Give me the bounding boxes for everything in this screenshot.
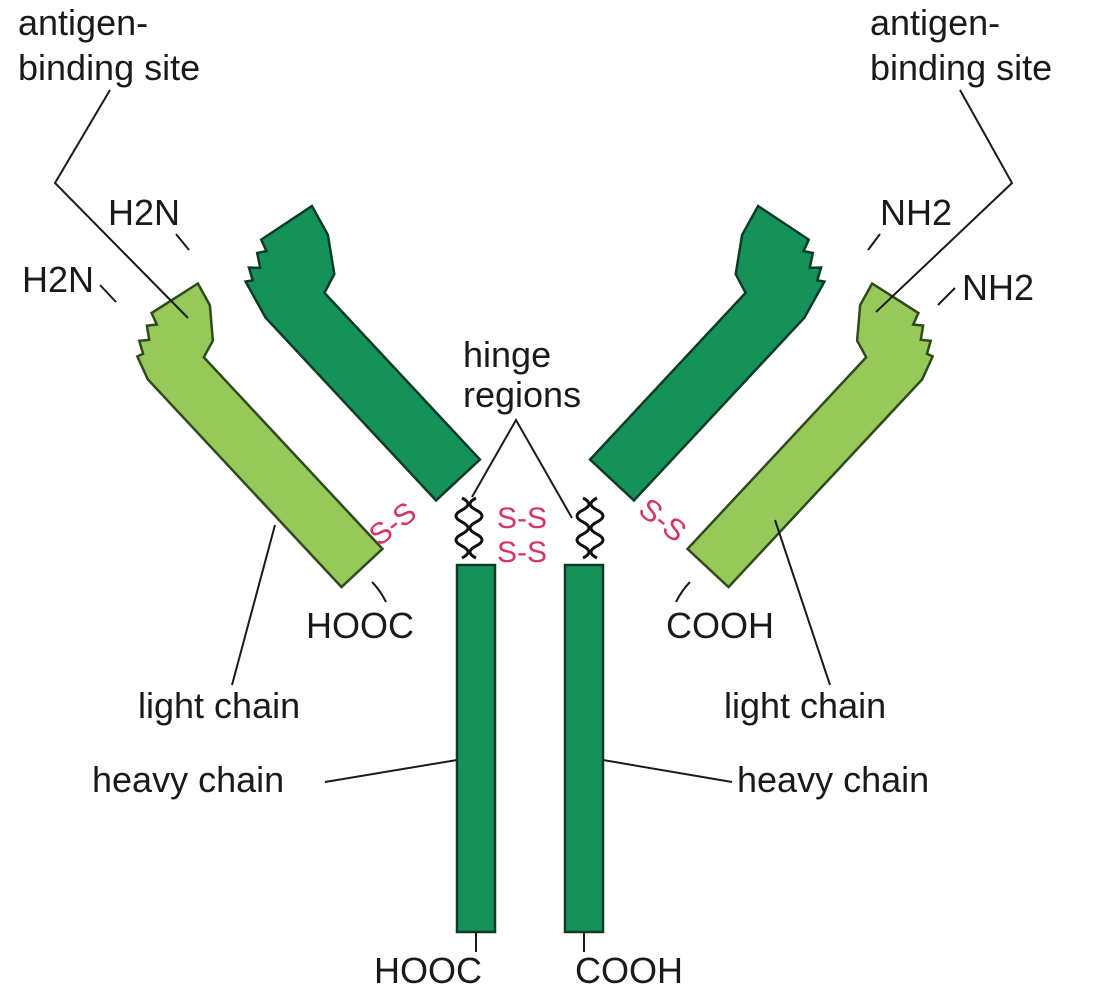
- label-antigen-site-left-1: antigen-: [18, 2, 148, 43]
- heavy-chain-stem-left: [457, 565, 495, 932]
- hinge-squiggle-right: [577, 498, 603, 558]
- tail-cooh-light-right: [676, 582, 690, 602]
- disulfide-label-right: S-S: [632, 492, 692, 549]
- label-antigen-site-right-2: binding site: [870, 47, 1052, 88]
- tail-hooc-light-left: [372, 582, 386, 602]
- label-nh2-heavy-right: NH2: [880, 192, 952, 233]
- label-light-chain-right: light chain: [724, 685, 886, 726]
- leader-heavy-chain-left: [325, 760, 457, 782]
- heavy-chain-stem-right: [565, 565, 603, 932]
- label-antigen-site-left-2: binding site: [18, 47, 200, 88]
- label-h2n-light-left: H2N: [22, 259, 94, 300]
- disulfide-bond-right: S-S: [632, 492, 692, 549]
- label-hinge-1: hinge: [463, 334, 551, 375]
- label-cooh-light-right: COOH: [666, 605, 774, 646]
- label-cooh-heavy: COOH: [575, 950, 683, 991]
- hinge-squiggle-left: [456, 498, 482, 558]
- tail-nh2-light-right: [938, 288, 955, 305]
- disulfide-hinge-lower: S-S: [497, 536, 547, 569]
- disulfide-hinge-upper: S-S: [497, 502, 547, 535]
- tail-h2n-light-left: [100, 285, 116, 302]
- label-nh2-light-right: NH2: [962, 267, 1034, 308]
- label-light-chain-left: light chain: [138, 685, 300, 726]
- label-hooc-heavy: HOOC: [374, 950, 482, 991]
- label-heavy-chain-right: heavy chain: [737, 759, 929, 800]
- leader-light-chain-left: [232, 525, 275, 685]
- label-heavy-chain-left: heavy chain: [92, 759, 284, 800]
- tail-nh2-heavy-right: [868, 234, 880, 250]
- label-h2n-heavy-left: H2N: [108, 192, 180, 233]
- label-hinge-2: regions: [463, 374, 581, 415]
- label-antigen-site-right-1: antigen-: [870, 2, 1000, 43]
- leader-light-chain-right: [775, 520, 830, 685]
- leader-heavy-chain-right: [603, 760, 732, 782]
- label-hooc-light-left: HOOC: [306, 605, 414, 646]
- tail-h2n-heavy-left: [176, 234, 189, 250]
